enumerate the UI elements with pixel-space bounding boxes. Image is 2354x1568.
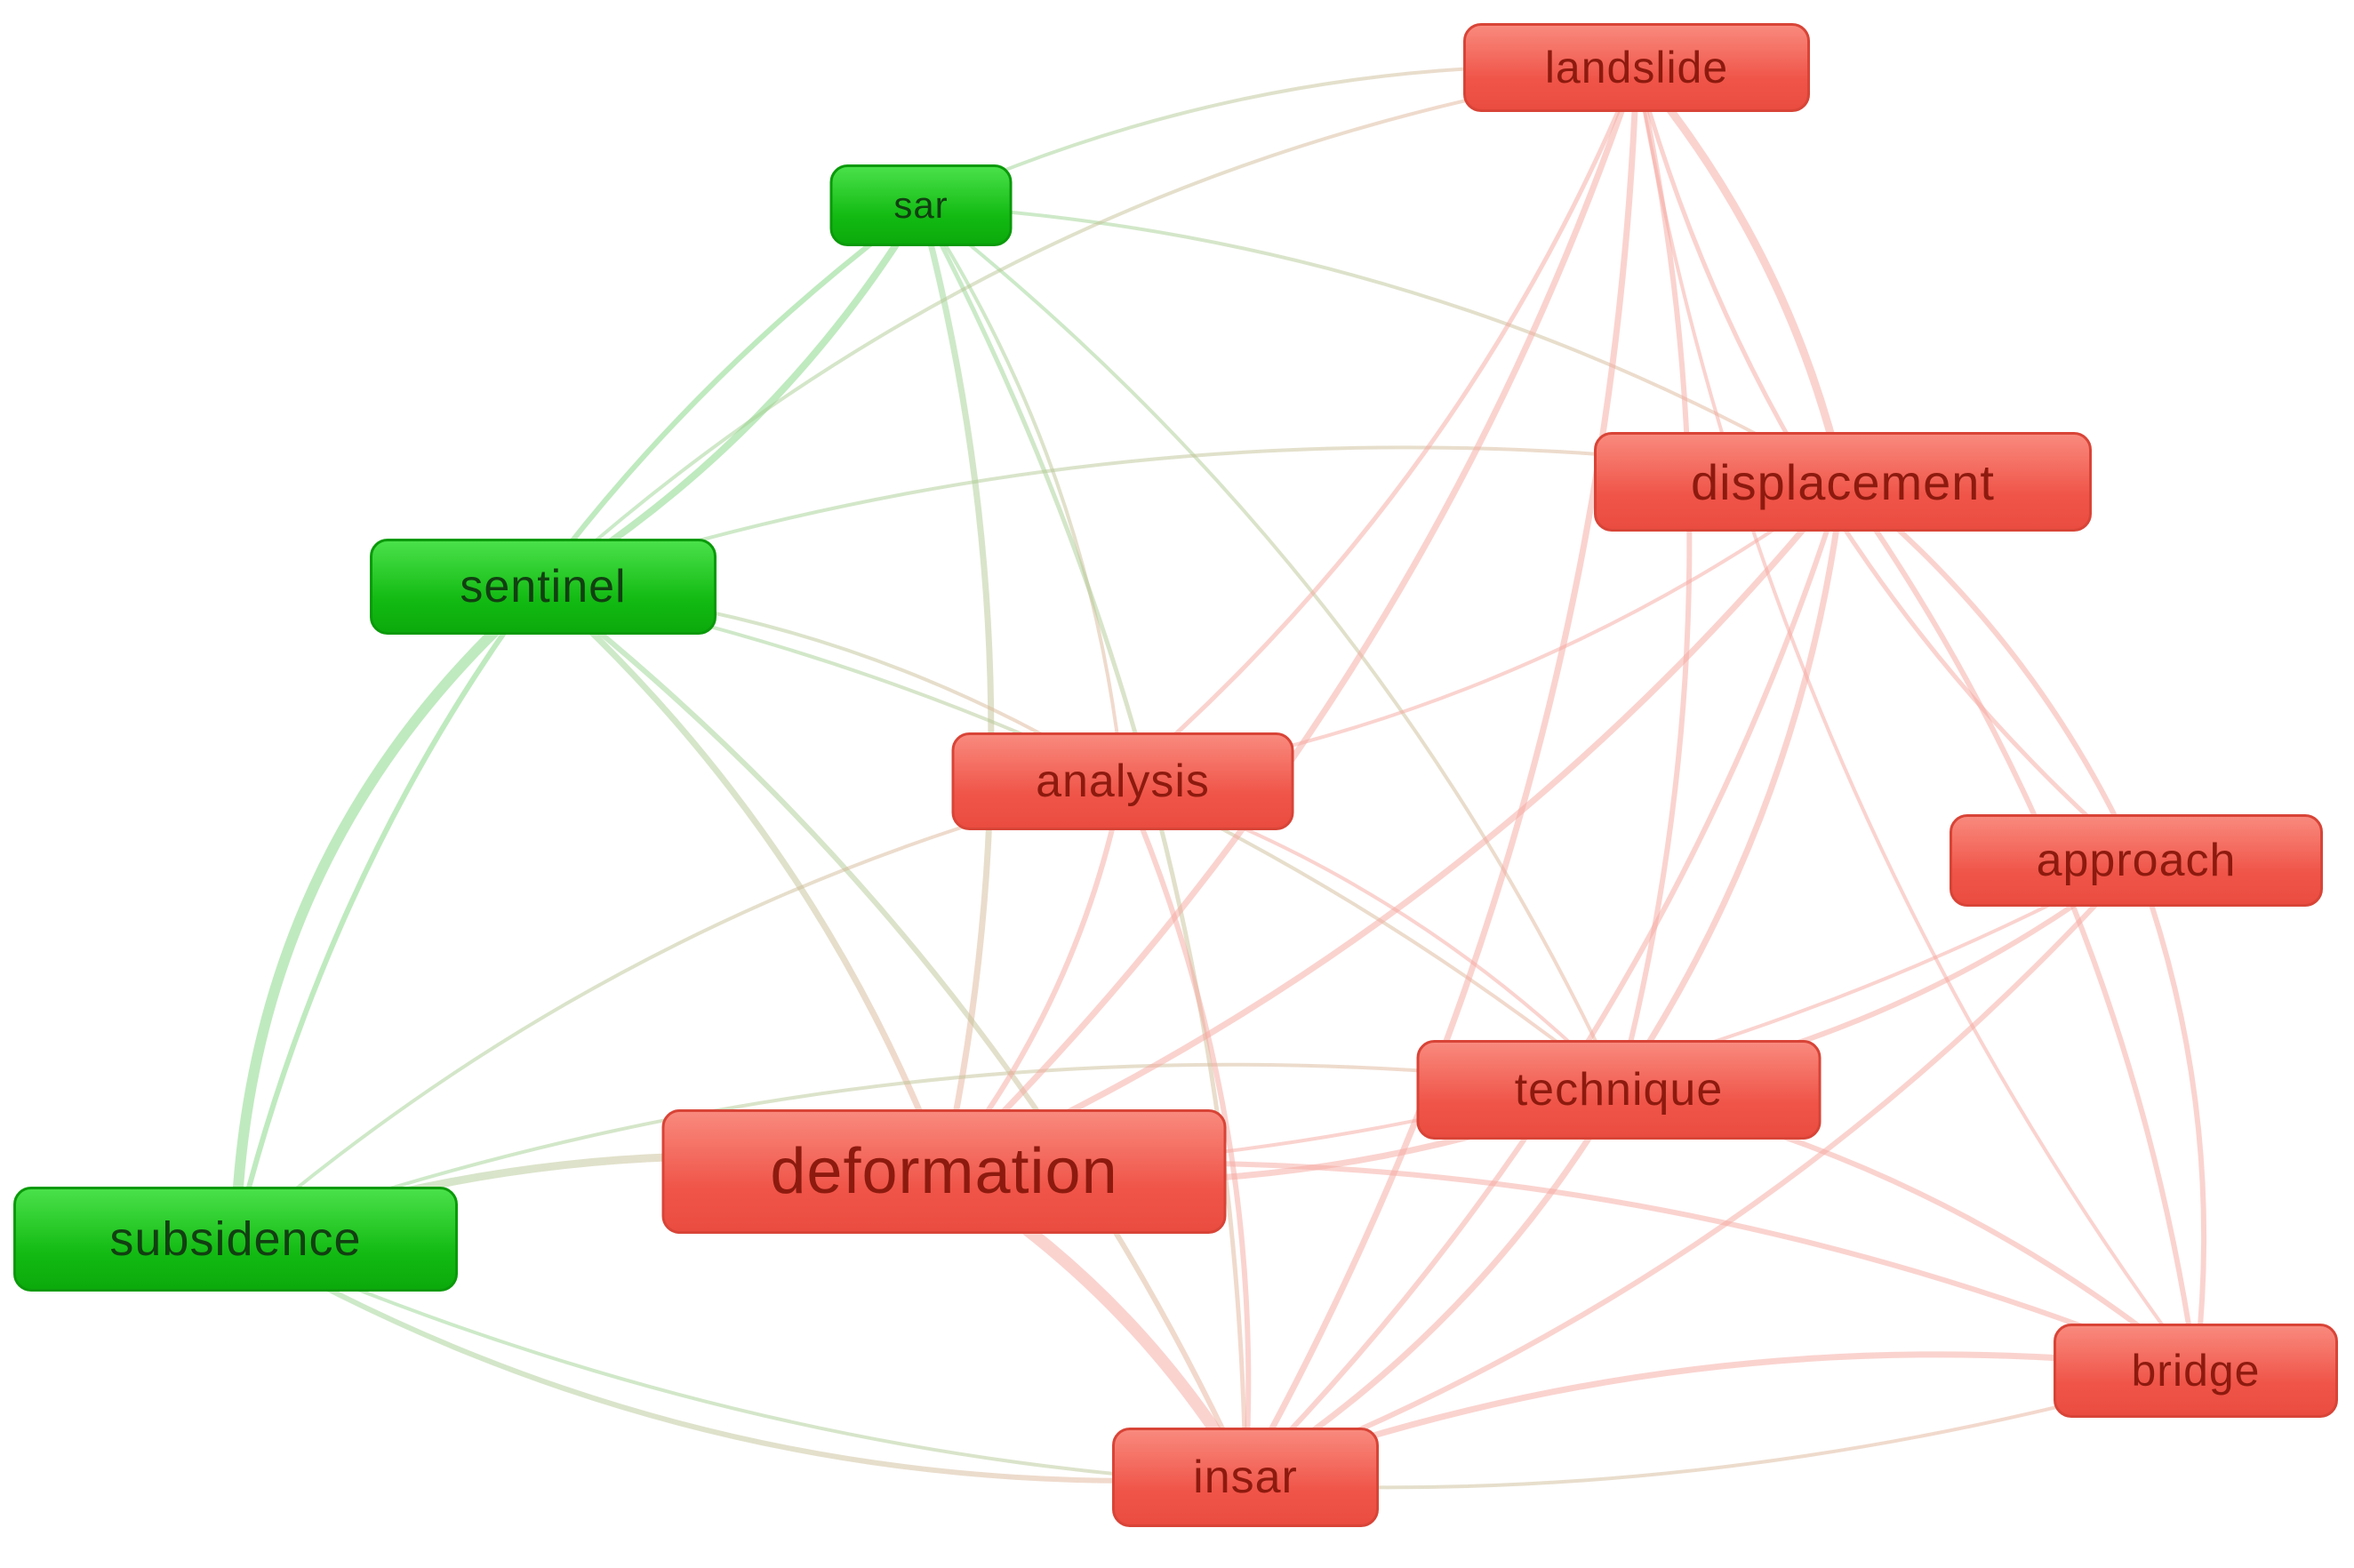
node-approach[interactable]: approach	[1950, 814, 2323, 907]
node-label: approach	[2036, 835, 2237, 886]
edge-sar-analysis	[919, 204, 1125, 783]
node-subsidence[interactable]: subsidence	[13, 1187, 458, 1292]
node-label: displacement	[1691, 453, 1995, 510]
edge-insar-bridge	[1242, 1351, 2199, 1481]
node-bridge[interactable]: bridge	[2054, 1324, 2338, 1418]
edge-displacement-insar	[1243, 479, 1846, 1480]
edge-displacement-technique	[1615, 478, 1846, 1093]
edge-landslide-analysis	[1120, 65, 1639, 784]
node-landslide[interactable]: landslide	[1463, 23, 1810, 112]
node-label: sar	[893, 184, 949, 226]
edge-analysis-insar	[1120, 779, 1252, 1480]
node-label: insar	[1193, 1452, 1298, 1503]
edge-sar-deformation	[917, 202, 995, 1175]
edge-landslide-displacement	[1632, 63, 1847, 486]
node-label: deformation	[770, 1136, 1118, 1207]
edge-displacement-approach	[1840, 479, 2139, 863]
edge-approach-insar	[1243, 858, 2139, 1480]
edge-subsidence-insar	[233, 1236, 1248, 1484]
node-label: technique	[1514, 1064, 1724, 1116]
edge-landslide-deformation	[941, 64, 1640, 1175]
edge-sentinel-subsidence	[230, 581, 548, 1244]
edge-displacement-bridge	[1840, 479, 2198, 1373]
node-label: landslide	[1544, 43, 1729, 92]
node-sar[interactable]: sar	[829, 164, 1013, 246]
edge-sentinel-insar	[540, 584, 1248, 1480]
edge-sar-technique	[919, 204, 1621, 1092]
node-analysis[interactable]: analysis	[951, 732, 1294, 830]
edge-displacement-deformation	[941, 478, 1846, 1175]
edge-landslide-bridge	[1635, 66, 2198, 1372]
edge-sar-subsidence	[233, 203, 924, 1242]
edge-subsidence-technique	[234, 1062, 1621, 1241]
edge-sentinel-landslide	[541, 66, 1638, 588]
node-technique[interactable]: technique	[1416, 1040, 1822, 1140]
node-sentinel[interactable]: sentinel	[370, 539, 717, 635]
node-deformation[interactable]: deformation	[661, 1109, 1227, 1234]
edge-sar-sentinel	[540, 202, 925, 590]
node-label: analysis	[1036, 756, 1210, 807]
node-label: sentinel	[460, 561, 627, 612]
edge-sentinel-deformation	[540, 583, 948, 1175]
node-insar[interactable]: insar	[1112, 1428, 1379, 1527]
edge-approach-bridge	[2134, 858, 2207, 1373]
node-label: subsidence	[109, 1212, 362, 1266]
edge-landslide-insar	[1242, 64, 1640, 1481]
node-label: bridge	[2131, 1346, 2261, 1396]
node-displacement[interactable]: displacement	[1594, 432, 2092, 532]
edge-sar-insar	[918, 203, 1248, 1480]
